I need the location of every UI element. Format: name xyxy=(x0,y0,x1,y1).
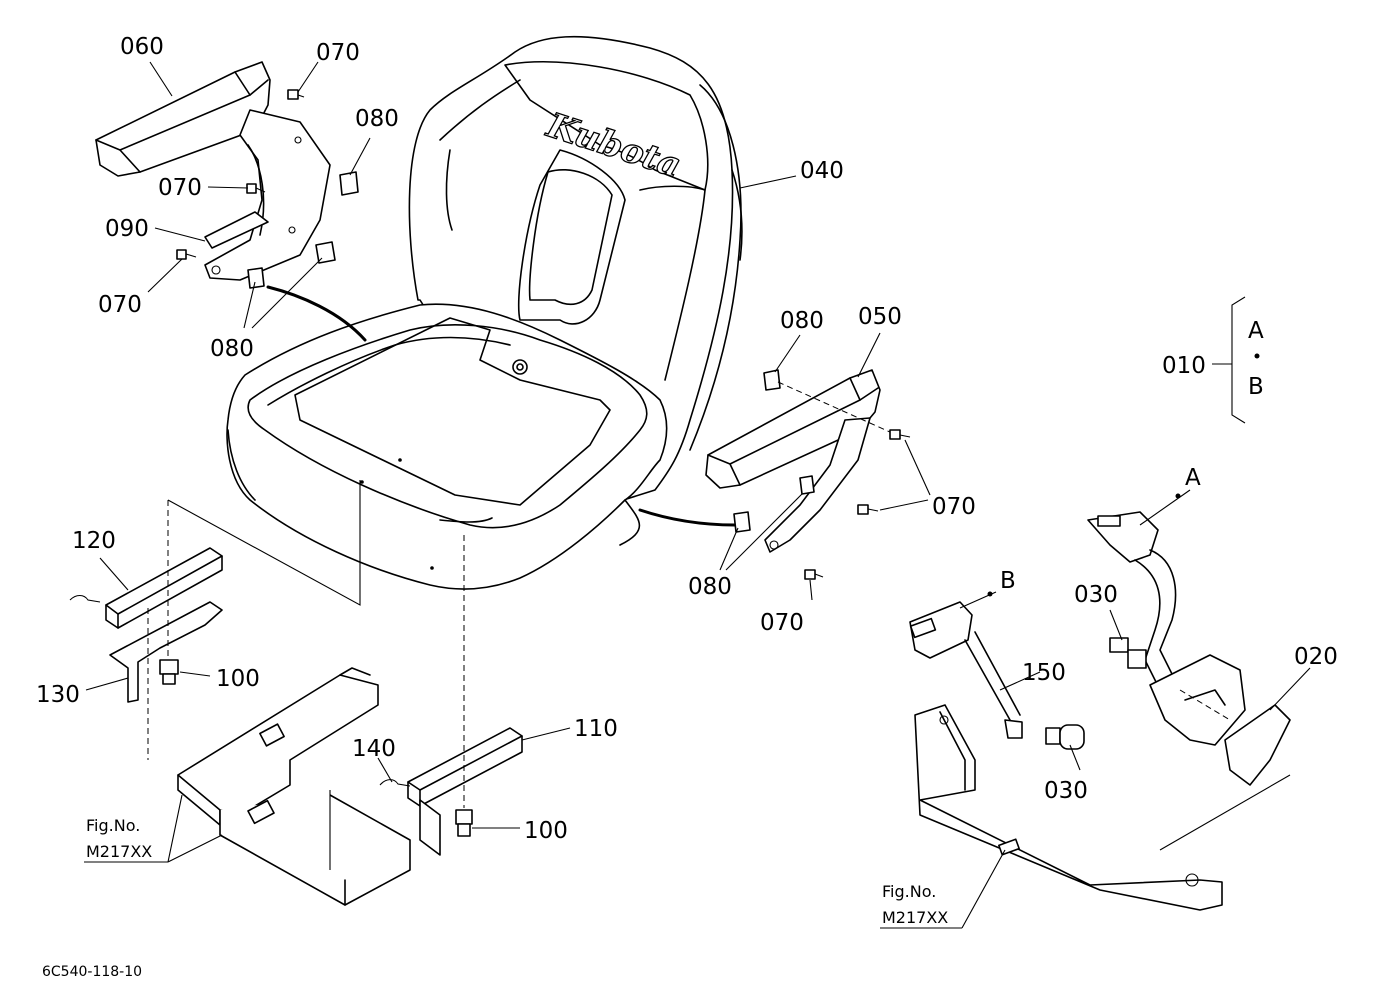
retractor-020 xyxy=(1149,654,1291,786)
nut-100-left xyxy=(159,659,179,685)
fig-ref-right-line1: Fig.No. xyxy=(882,882,936,901)
group-option-b: B xyxy=(1248,374,1264,400)
nut-100-right xyxy=(455,809,473,837)
callout-B: B xyxy=(1000,568,1016,594)
pin-140-left xyxy=(69,594,101,603)
clips-080-left xyxy=(247,171,359,289)
callout-050: 050 xyxy=(858,304,902,330)
callout-140: 140 xyxy=(352,736,396,762)
bolts-070-right xyxy=(804,429,911,580)
callout-150: 150 xyxy=(1022,660,1066,686)
leader-lines xyxy=(84,61,1311,929)
callout-080-lower: 080 xyxy=(688,574,732,600)
callout-060: 060 xyxy=(120,34,164,60)
fig-ref-left-line1: Fig.No. xyxy=(86,816,140,835)
callout-130: 130 xyxy=(36,682,80,708)
clips-080-right xyxy=(733,369,815,533)
callout-110: 110 xyxy=(574,716,618,742)
seat-040: Kubota xyxy=(226,35,743,590)
base-frame-left xyxy=(177,667,411,906)
callout-120: 120 xyxy=(72,528,116,554)
callout-070-left: 070 xyxy=(98,292,142,318)
callout-070-lower: 070 xyxy=(760,610,804,636)
harness-right xyxy=(638,508,737,527)
callout-070-mid: 070 xyxy=(158,175,202,201)
callout-080-left: 080 xyxy=(210,336,254,362)
callout-080-top: 080 xyxy=(355,106,399,132)
group-label-010: 010 xyxy=(1162,353,1206,379)
callout-040: 040 xyxy=(800,158,844,184)
bolt-030-bottom xyxy=(1045,724,1085,750)
group-bracket xyxy=(1231,296,1246,424)
callout-080-right: 080 xyxy=(780,308,824,334)
armrest-bracket-right xyxy=(764,417,871,553)
armrest-left-060 xyxy=(95,61,271,177)
callout-030-bottom: 030 xyxy=(1044,778,1088,804)
callout-A: A xyxy=(1185,465,1201,491)
callout-100-right: 100 xyxy=(524,818,568,844)
fig-ref-left-line2: M217XX xyxy=(86,842,152,861)
callout-020: 020 xyxy=(1294,644,1338,670)
fig-ref-right-line2: M217XX xyxy=(882,908,948,927)
rail-110 xyxy=(407,727,523,807)
callout-100-left: 100 xyxy=(216,666,260,692)
bolt-030-top xyxy=(1109,637,1147,669)
callout-090: 090 xyxy=(105,216,149,242)
callout-070-right: 070 xyxy=(932,494,976,520)
callout-070-top: 070 xyxy=(316,40,360,66)
rail-120 xyxy=(105,547,223,629)
diagram-code: 6C540-118-10 xyxy=(42,964,142,980)
bracket-130 xyxy=(109,601,223,703)
callout-030-top: 030 xyxy=(1074,582,1118,608)
plate-090 xyxy=(204,211,269,249)
harness-left xyxy=(266,285,367,342)
group-option-a: A xyxy=(1248,318,1264,344)
pin-140-right xyxy=(379,779,411,787)
armrest-bracket-left xyxy=(204,109,331,281)
buckle-B xyxy=(909,601,1023,739)
